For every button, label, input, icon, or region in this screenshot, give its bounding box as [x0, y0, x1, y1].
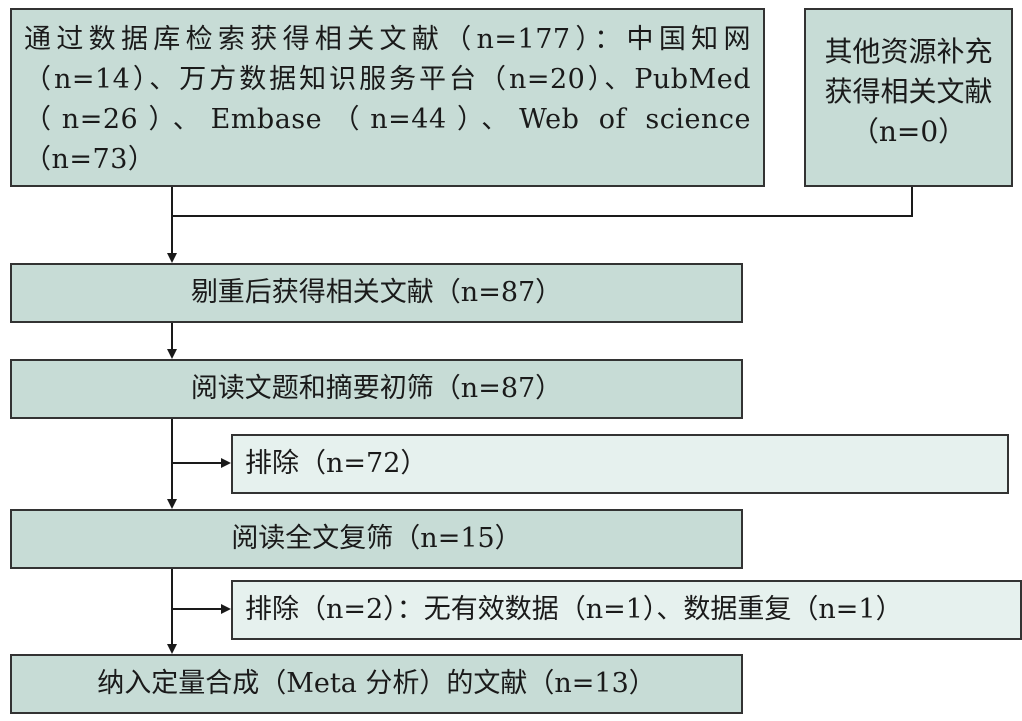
fulltext-screen-box: 阅读全文复筛（n=15） — [10, 509, 743, 569]
title-abstract-screen-text: 阅读文题和摘要初筛（n=87） — [190, 373, 563, 404]
connector-other-merge — [172, 187, 913, 217]
excluded-second-box: 排除（n=2）：无有效数据（n=1）、数据重复（n=1） — [231, 580, 1022, 640]
after-dedup-text: 剔重后获得相关文献（n=87） — [190, 277, 563, 308]
included-meta-box: 纳入定量合成（Meta 分析）的文献（n=13） — [10, 654, 743, 714]
excluded-first-text: 排除（n=72） — [245, 448, 428, 479]
excluded-first-box: 排除（n=72） — [231, 434, 1009, 494]
fulltext-screen-text: 阅读全文复筛（n=15） — [231, 523, 522, 554]
database-search-box: 通过数据库检索获得相关文献（n=177）：中国知网（n=14）、万方数据知识服务… — [10, 8, 765, 187]
database-search-text: 通过数据库检索获得相关文献（n=177）：中国知网（n=14）、万方数据知识服务… — [24, 24, 751, 175]
other-sources-box: 其他资源补充获得相关文献（n=0） — [804, 8, 1013, 187]
excluded-second-text: 排除（n=2）：无有效数据（n=1）、数据重复（n=1） — [245, 594, 903, 625]
included-meta-text: 纳入定量合成（Meta 分析）的文献（n=13） — [97, 668, 656, 699]
after-dedup-box: 剔重后获得相关文献（n=87） — [10, 263, 743, 323]
title-abstract-screen-box: 阅读文题和摘要初筛（n=87） — [10, 359, 743, 419]
other-sources-text: 其他资源补充获得相关文献（n=0） — [824, 35, 993, 148]
